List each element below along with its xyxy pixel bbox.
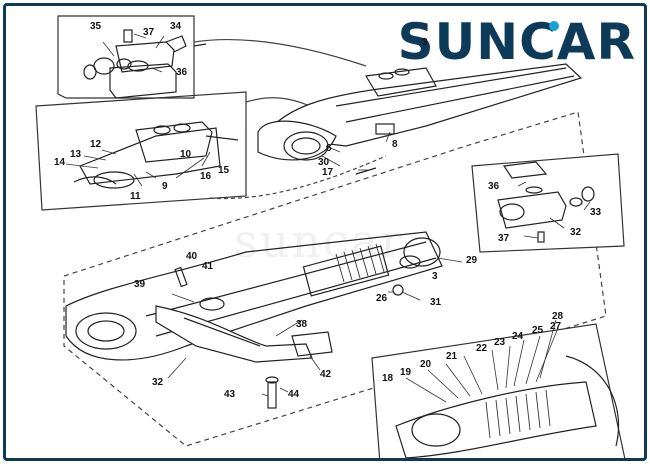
callout-37: 37	[143, 27, 155, 38]
callout-17: 17	[322, 167, 334, 178]
callout-20: 20	[420, 359, 432, 370]
callout-43: 43	[224, 389, 236, 400]
callout-28: 28	[552, 311, 564, 322]
callout-8: 8	[392, 139, 398, 150]
clamp-bracket	[155, 266, 333, 409]
callout-36: 36	[176, 67, 188, 78]
callout-30: 30	[318, 157, 330, 168]
leader-lines	[65, 33, 591, 403]
callout-3: 3	[422, 37, 428, 48]
callout-12: 12	[90, 139, 102, 150]
callout-6: 6	[326, 143, 332, 154]
logo-suffix: AR	[556, 13, 636, 71]
boom-upper	[257, 63, 583, 175]
callout-31: 31	[430, 297, 442, 308]
callout-38: 38	[296, 319, 308, 330]
callout-42: 42	[320, 369, 332, 380]
logo-dot-icon	[548, 21, 559, 31]
callout-21: 21	[446, 351, 458, 362]
callout-35: 35	[90, 21, 102, 32]
callout-41: 41	[202, 261, 214, 272]
callout-34: 34	[170, 21, 182, 32]
logo-c: C	[519, 13, 559, 71]
callout-16: 16	[200, 171, 212, 182]
inset-rod-seal	[371, 323, 626, 458]
callout-11: 11	[130, 191, 141, 202]
callout-27: 27	[550, 321, 562, 332]
callout-23: 23	[494, 337, 506, 348]
callout-29: 29	[466, 255, 478, 266]
callout-19: 19	[400, 367, 412, 378]
callout-32-right: 32	[570, 227, 582, 238]
watermark-text: suncar	[234, 214, 405, 268]
cylinder-body	[65, 231, 443, 361]
callout-3-lower: 3	[432, 271, 438, 282]
callout-10: 10	[180, 149, 192, 160]
callout-37-right: 37	[498, 233, 510, 244]
callout-36-right: 36	[488, 181, 500, 192]
callout-15: 15	[218, 165, 230, 176]
inset-port-block	[57, 15, 207, 99]
inset-clamp	[35, 91, 247, 211]
callout-25: 25	[532, 325, 544, 336]
callout-18: 18	[382, 373, 394, 384]
callout-13: 13	[70, 149, 82, 160]
callout-9: 9	[162, 181, 168, 192]
callout-39: 39	[134, 279, 146, 290]
callout-14: 14	[54, 157, 66, 168]
callout-22: 22	[476, 343, 488, 354]
callout-24: 24	[512, 331, 524, 342]
callout-44: 44	[288, 389, 300, 400]
callout-26: 26	[376, 293, 388, 304]
callout-32: 32	[152, 377, 164, 388]
inset-port-block-right	[471, 153, 625, 253]
callout-33: 33	[590, 207, 602, 218]
logo-prefix: SUN	[397, 13, 520, 71]
callout-40: 40	[186, 251, 198, 262]
hydraulic-cylinder-diagram	[35, 15, 626, 458]
